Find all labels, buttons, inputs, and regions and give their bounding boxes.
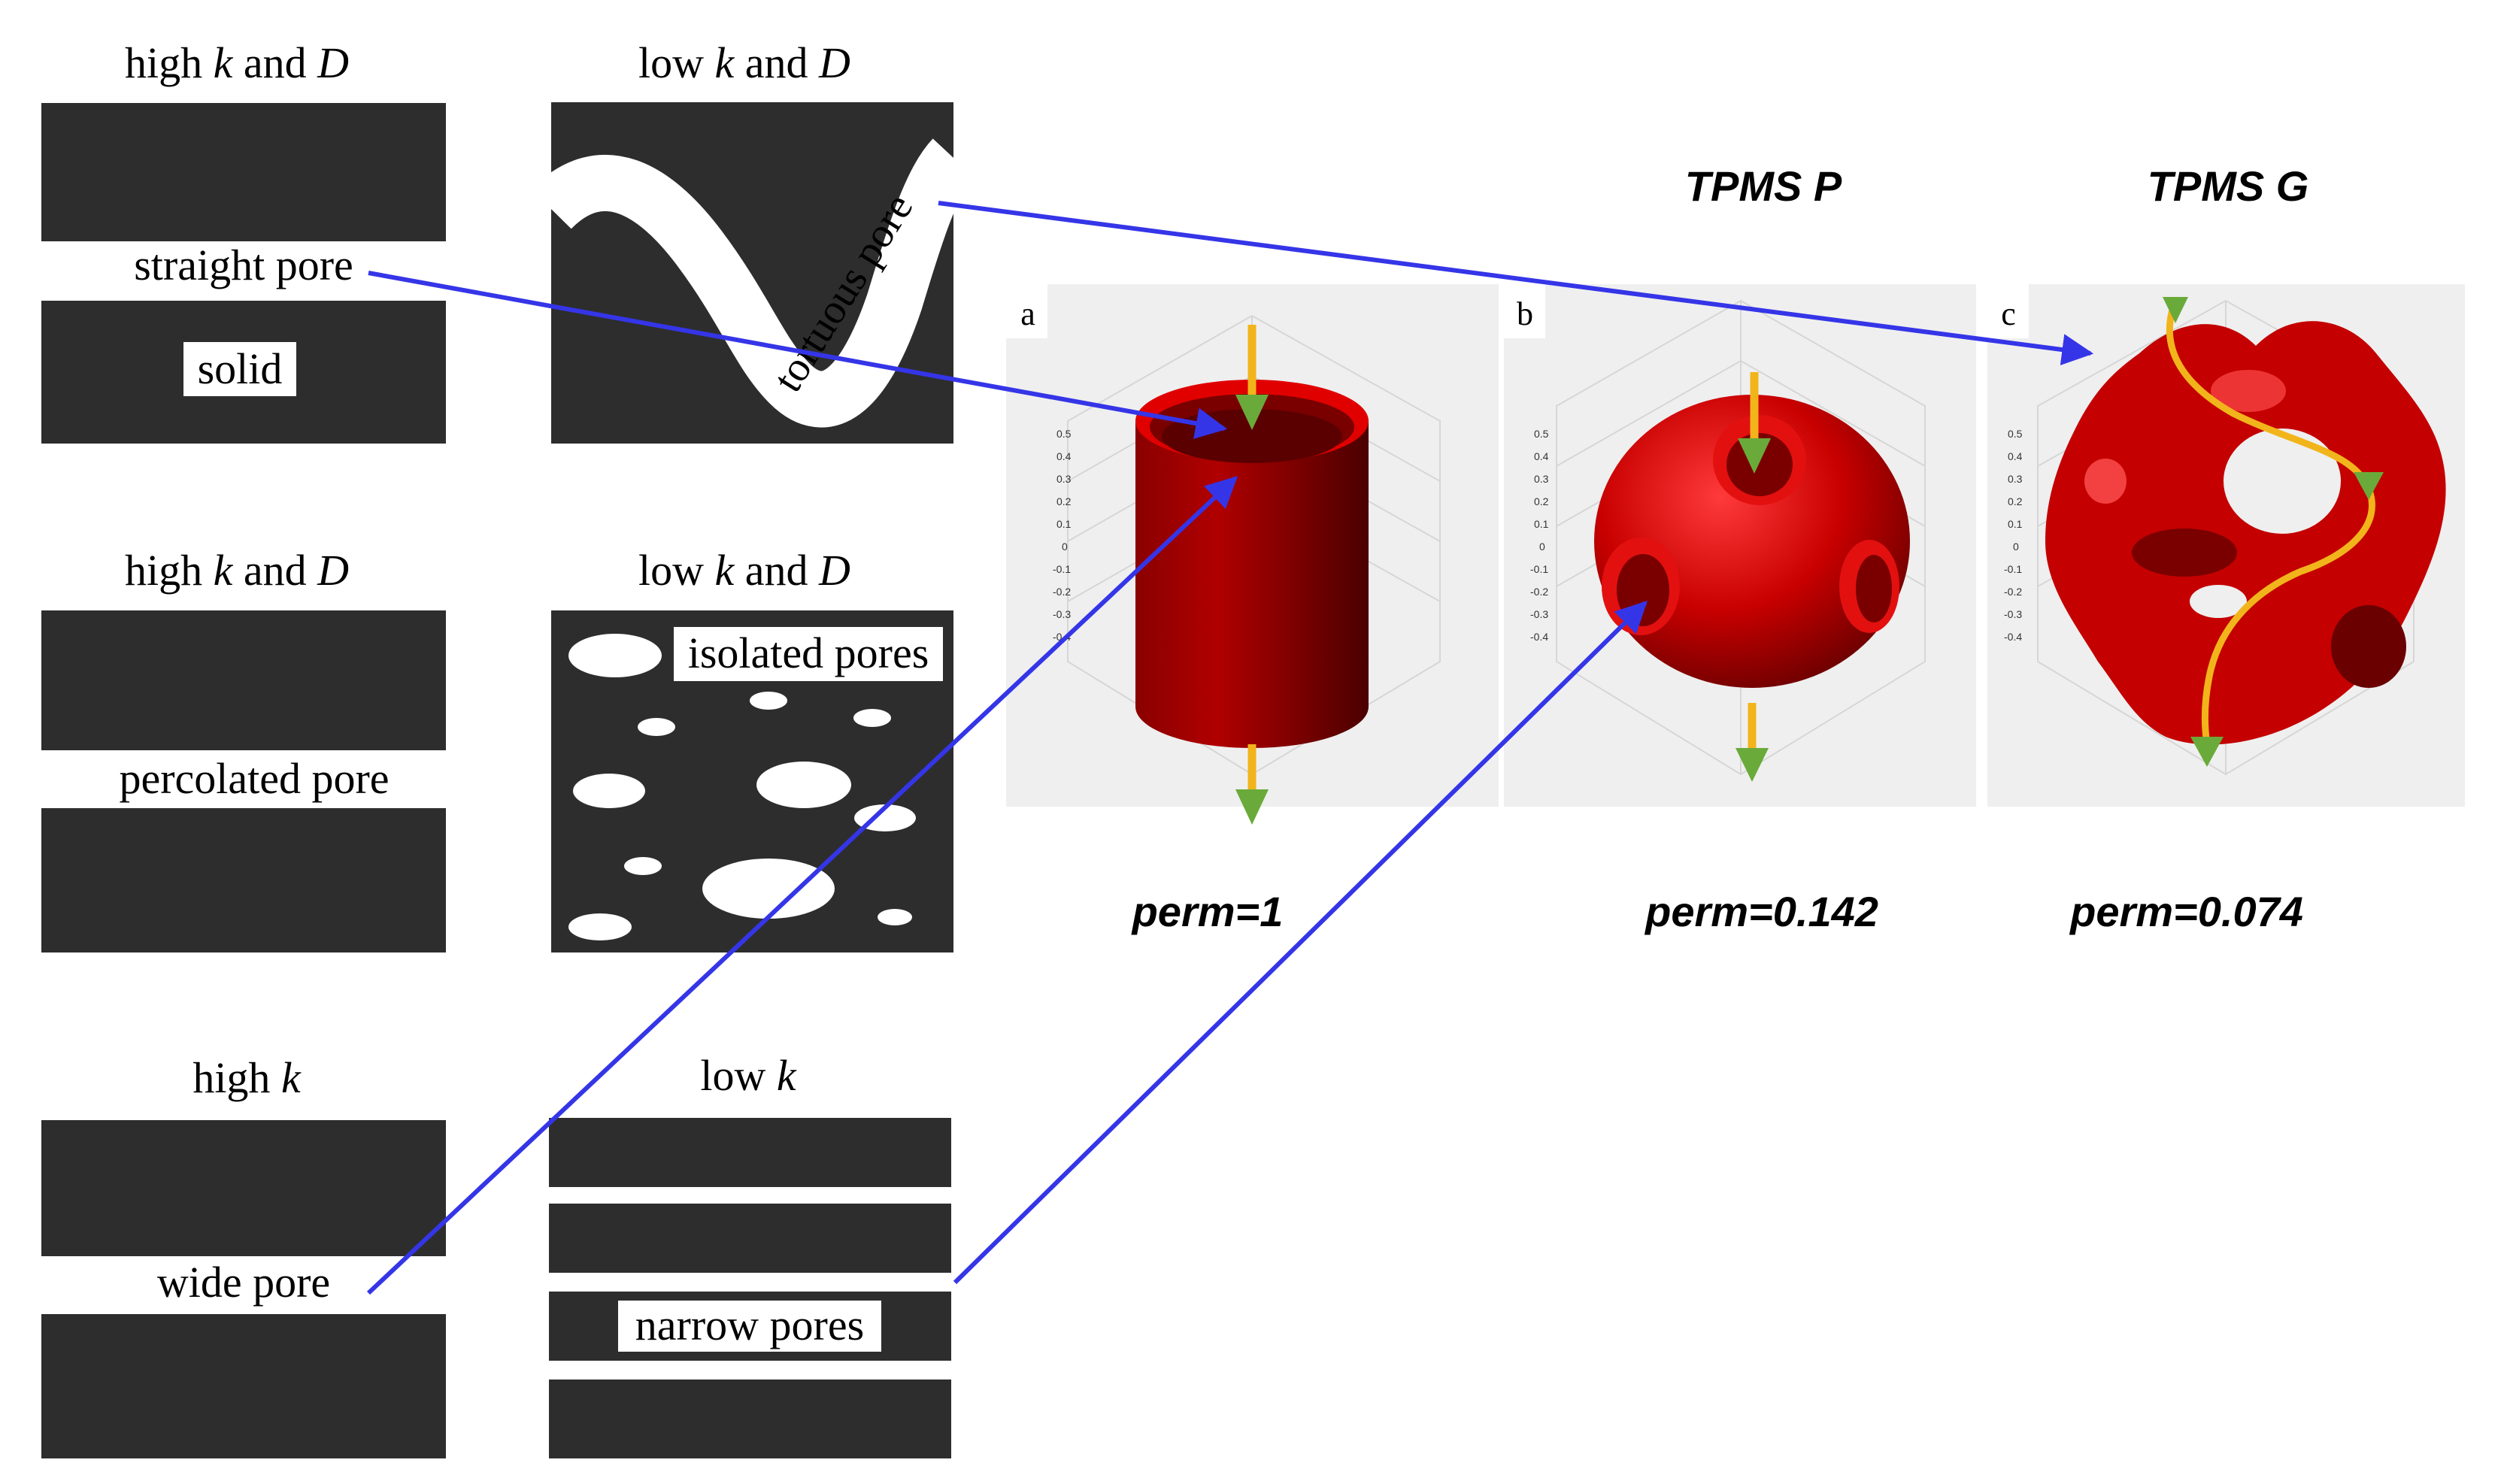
svg-text:0.2: 0.2 xyxy=(1534,495,1549,507)
panel-c-letter: c xyxy=(2001,295,2016,332)
left-schematic-panel: high k and D low k and D straight pore s… xyxy=(41,38,975,1458)
panel-a-perm: perm=1 xyxy=(1131,888,1284,935)
svg-text:0.1: 0.1 xyxy=(1534,518,1549,530)
title-tpms-g: TPMS G xyxy=(2148,162,2309,210)
svg-text:-0.2: -0.2 xyxy=(1530,586,1548,598)
panel-a-cylinder: 0.50.40.3 0.20.10 -0.1-0.2-0.3 -0.4 a xyxy=(1006,284,1499,825)
row1-left-heading: high k and D xyxy=(125,38,349,87)
title-tpms-p: TPMS P xyxy=(1685,162,1842,210)
wide-block-top xyxy=(41,1120,446,1256)
svg-text:-0.3: -0.3 xyxy=(1530,608,1548,620)
svg-text:0.2: 0.2 xyxy=(1056,495,1072,507)
svg-text:0.4: 0.4 xyxy=(2008,450,2023,462)
panel-b-perm: perm=0.142 xyxy=(1644,888,1878,935)
row2-left-heading: high k and D xyxy=(125,546,349,595)
svg-text:-0.1: -0.1 xyxy=(1530,563,1548,575)
svg-text:-0.1: -0.1 xyxy=(2004,563,2022,575)
svg-text:-0.3: -0.3 xyxy=(1053,608,1071,620)
panel-c-perm: perm=0.074 xyxy=(2069,888,2303,935)
row3-left-heading: high k xyxy=(192,1053,302,1102)
svg-text:0.1: 0.1 xyxy=(2008,518,2023,530)
svg-text:0.3: 0.3 xyxy=(2008,473,2023,485)
percolated-block-bottom xyxy=(41,808,446,952)
wide-pore-label: wide pore xyxy=(157,1258,330,1307)
panel-b-letter: b xyxy=(1517,295,1533,332)
svg-text:0.3: 0.3 xyxy=(1056,473,1072,485)
wide-block-bottom xyxy=(41,1314,446,1458)
svg-text:-0.1: -0.1 xyxy=(1053,563,1071,575)
percolated-pore-label: percolated pore xyxy=(119,754,389,803)
isolated-pores xyxy=(568,634,916,940)
solid-block-top xyxy=(41,103,446,241)
solid-label: solid xyxy=(198,344,283,393)
svg-text:0.4: 0.4 xyxy=(1056,450,1072,462)
tortuous-pore-channel xyxy=(531,138,975,428)
svg-text:-0.3: -0.3 xyxy=(2004,608,2022,620)
arrow-wide-to-a xyxy=(366,476,1238,1295)
narrow-block-1 xyxy=(549,1118,951,1187)
straight-pore-label: straight pore xyxy=(134,241,353,289)
arrow-narrow-to-b xyxy=(953,601,1648,1285)
right-structures-panel: TPMS P TPMS G 0.5 0.4 0.3 0.2 0.1 0 -0.1 -0.2… xyxy=(1006,162,2465,935)
svg-text:-0.2: -0.2 xyxy=(1053,586,1071,598)
svg-text:0.2: 0.2 xyxy=(2008,495,2023,507)
percolated-block-top xyxy=(41,610,446,750)
narrow-pores-label-box xyxy=(618,1301,881,1352)
row2-right-heading: low k and D xyxy=(638,546,850,595)
narrow-pores-label: narrow pores xyxy=(635,1301,864,1349)
svg-text:0: 0 xyxy=(1062,541,1068,553)
svg-text:-0.4: -0.4 xyxy=(1530,631,1548,643)
svg-text:0.4: 0.4 xyxy=(1534,450,1549,462)
svg-text:0.5: 0.5 xyxy=(2008,428,2023,440)
svg-text:-0.2: -0.2 xyxy=(2004,586,2022,598)
row1-right-heading: low k and D xyxy=(638,38,850,87)
panel-c-tpms-g: 0.5 0.4 0.3 0.2 0.1 0 -0.1 -0.2 -0.3 -0.4 c xyxy=(1987,284,2465,807)
panel-a-letter: a xyxy=(1020,295,1035,332)
isolated-pores-label: isolated pores xyxy=(688,628,929,677)
svg-text:0.3: 0.3 xyxy=(1534,473,1549,485)
row3-right-heading: low k xyxy=(700,1051,797,1100)
connector-arrows xyxy=(366,201,2094,1295)
svg-text:0: 0 xyxy=(1539,541,1545,553)
arrow-tortuous-to-c xyxy=(938,201,2094,365)
svg-text:-0.4: -0.4 xyxy=(2004,631,2022,643)
panel-b-tpms-p: 0.5 0.4 0.3 0.2 0.1 0 -0.1 -0.2 -0.3 -0.4 b xyxy=(1504,284,1976,807)
narrow-block-2 xyxy=(549,1204,951,1273)
svg-text:0.1: 0.1 xyxy=(1056,518,1072,530)
svg-text:0.5: 0.5 xyxy=(1534,428,1549,440)
isolated-pores-label-box xyxy=(674,627,943,681)
svg-text:0: 0 xyxy=(2013,541,2019,553)
svg-text:0.5: 0.5 xyxy=(1056,428,1072,440)
narrow-block-4 xyxy=(549,1380,951,1458)
arrow-straight-to-a xyxy=(368,271,1228,439)
solid-label-box xyxy=(183,342,296,396)
